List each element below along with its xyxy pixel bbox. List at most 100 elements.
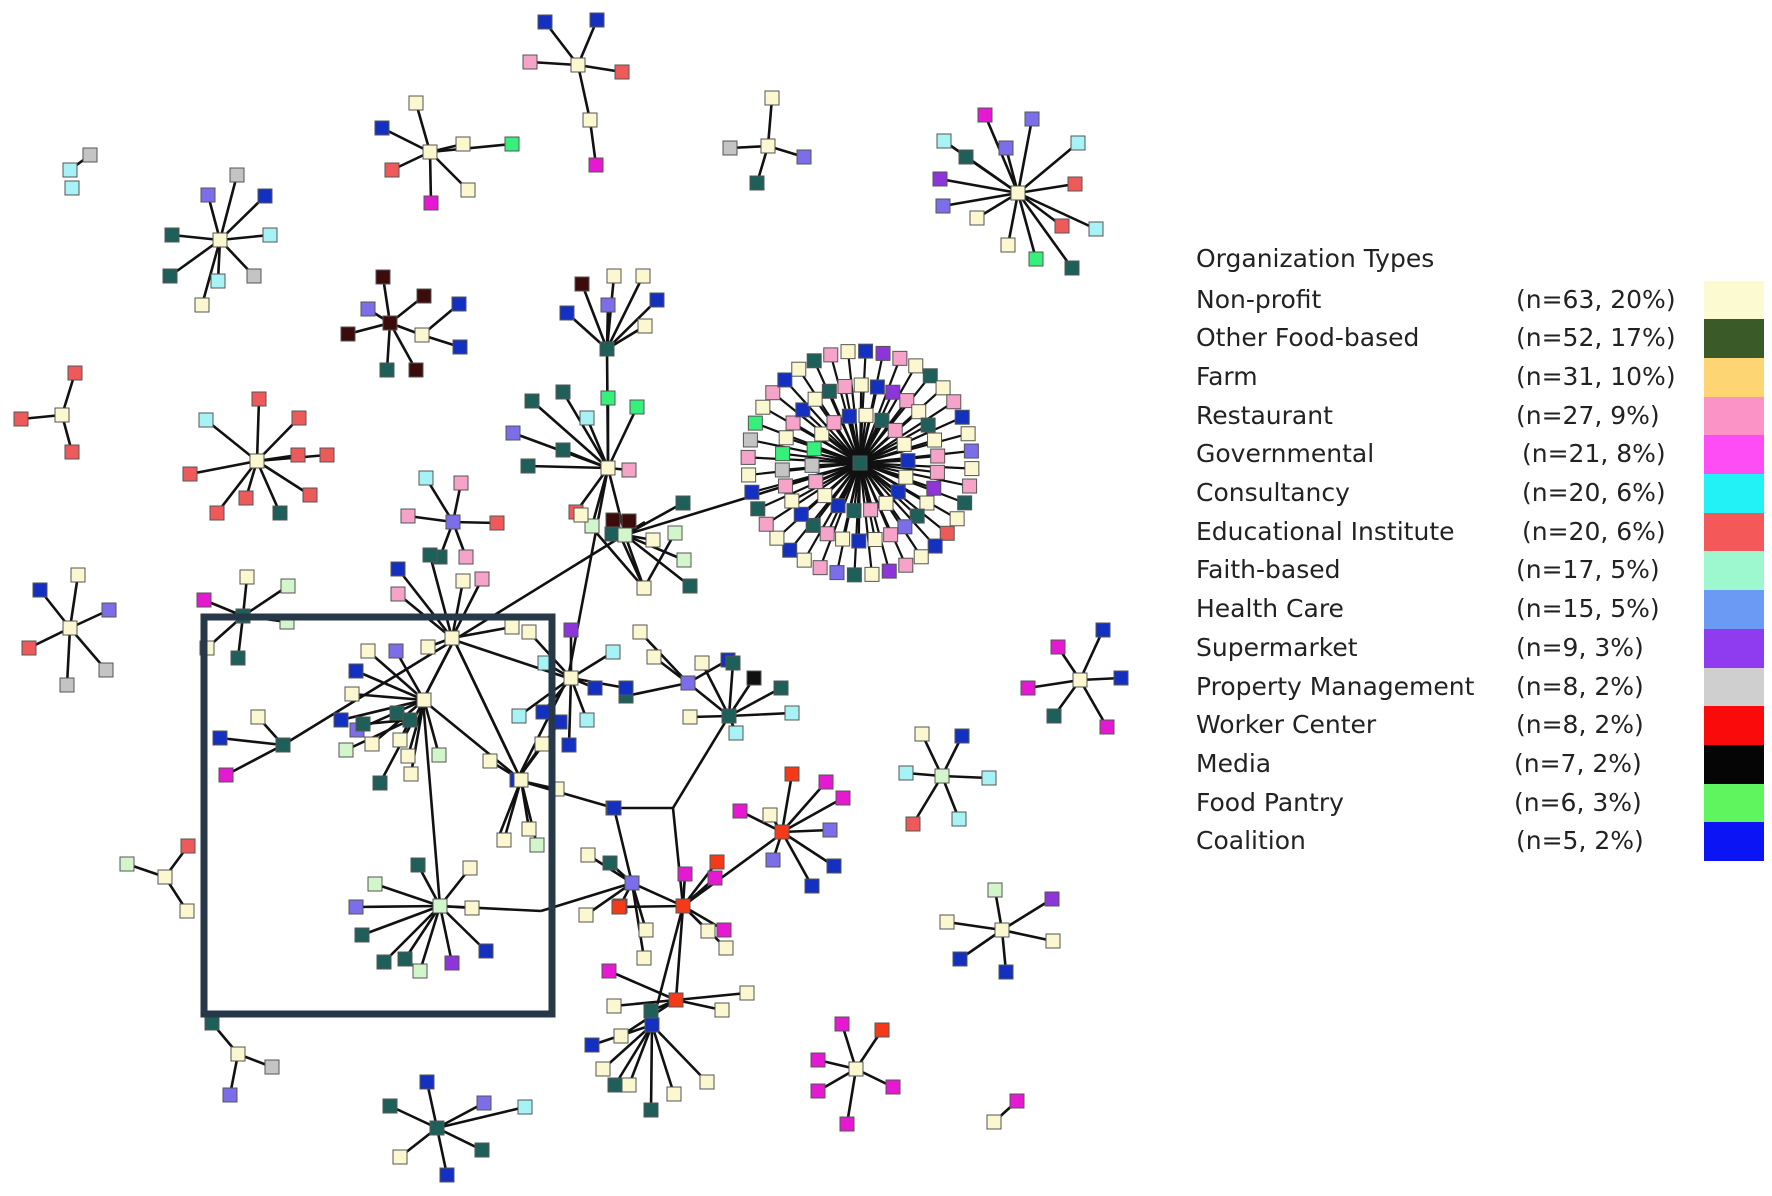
node: [796, 149, 812, 165]
node: [376, 954, 392, 970]
edge: [784, 379, 861, 464]
node: [606, 998, 622, 1014]
node: [848, 1061, 864, 1077]
legend-swatch: [1704, 590, 1764, 629]
node: [535, 704, 551, 720]
node: [874, 412, 890, 428]
node: [744, 484, 760, 500]
node: [892, 350, 908, 366]
node: [250, 709, 266, 725]
edge: [859, 462, 936, 547]
node: [599, 341, 615, 357]
node: [899, 393, 915, 409]
node: [582, 112, 598, 128]
legend-count: (n=8, 2%): [1516, 672, 1644, 701]
node: [981, 770, 997, 786]
node: [863, 502, 879, 518]
node: [812, 560, 828, 576]
edge: [859, 459, 908, 465]
edge: [561, 391, 610, 469]
node: [796, 552, 812, 568]
node: [814, 426, 830, 442]
legend-swatch: [1704, 551, 1764, 590]
edges-layer: [20, 19, 1122, 1176]
edge: [942, 191, 1019, 208]
node: [504, 136, 520, 152]
node: [601, 963, 617, 979]
legend-row: Non-profit(n=63, 20%): [1196, 281, 1772, 320]
node: [927, 432, 943, 448]
edge: [436, 1101, 485, 1130]
node: [355, 716, 371, 732]
edge: [450, 580, 465, 639]
edge: [642, 532, 677, 589]
node: [408, 362, 424, 378]
node: [388, 643, 404, 659]
edge: [625, 681, 689, 698]
edge: [422, 698, 522, 782]
node: [521, 821, 537, 837]
node: [755, 399, 771, 415]
node: [194, 297, 210, 313]
legend-label: Supermarket: [1196, 633, 1358, 662]
node: [881, 563, 897, 579]
edge: [1016, 192, 1038, 260]
node: [682, 709, 698, 725]
node: [62, 162, 78, 178]
edge: [436, 1105, 526, 1130]
legend-row: Governmental(n=21, 8%): [1196, 435, 1772, 474]
node: [808, 474, 824, 490]
edge: [858, 357, 901, 464]
legend-count: (n=17, 5%): [1516, 555, 1660, 584]
node: [101, 602, 117, 618]
node: [834, 1016, 850, 1032]
legend-row: Coalition(n=5, 2%): [1196, 822, 1772, 861]
edge: [362, 718, 411, 726]
node: [614, 64, 630, 80]
node: [637, 318, 653, 334]
edge: [859, 462, 928, 504]
node: [957, 495, 973, 511]
node: [998, 140, 1014, 156]
node: [1000, 237, 1016, 253]
edge: [429, 142, 513, 154]
edge: [766, 97, 774, 147]
edge: [859, 400, 955, 464]
edge: [225, 743, 284, 777]
node: [841, 408, 857, 424]
edge: [859, 424, 929, 464]
legend-count: (n=52, 17%): [1516, 323, 1676, 352]
node: [1054, 218, 1070, 234]
node: [732, 803, 748, 819]
node: [778, 430, 794, 446]
node: [290, 447, 306, 463]
node: [275, 737, 291, 753]
edge: [651, 1024, 708, 1083]
node: [419, 1074, 435, 1090]
node: [579, 410, 595, 426]
edge: [612, 807, 634, 884]
node: [559, 305, 575, 321]
node: [364, 736, 380, 752]
node: [390, 561, 406, 577]
edge: [728, 711, 793, 718]
node: [1024, 111, 1040, 127]
node: [32, 582, 48, 598]
edge: [748, 456, 861, 465]
node: [635, 268, 651, 284]
edge: [256, 459, 311, 497]
node: [360, 643, 376, 659]
legend-label: Other Food-based: [1196, 323, 1420, 352]
node: [853, 377, 869, 393]
node: [262, 227, 278, 243]
node: [676, 552, 692, 568]
node: [458, 549, 474, 565]
edge: [219, 233, 271, 242]
edge: [852, 462, 862, 511]
edge: [858, 386, 879, 464]
node: [563, 670, 579, 686]
edge: [605, 275, 645, 350]
node: [451, 296, 467, 312]
node: [709, 854, 725, 870]
